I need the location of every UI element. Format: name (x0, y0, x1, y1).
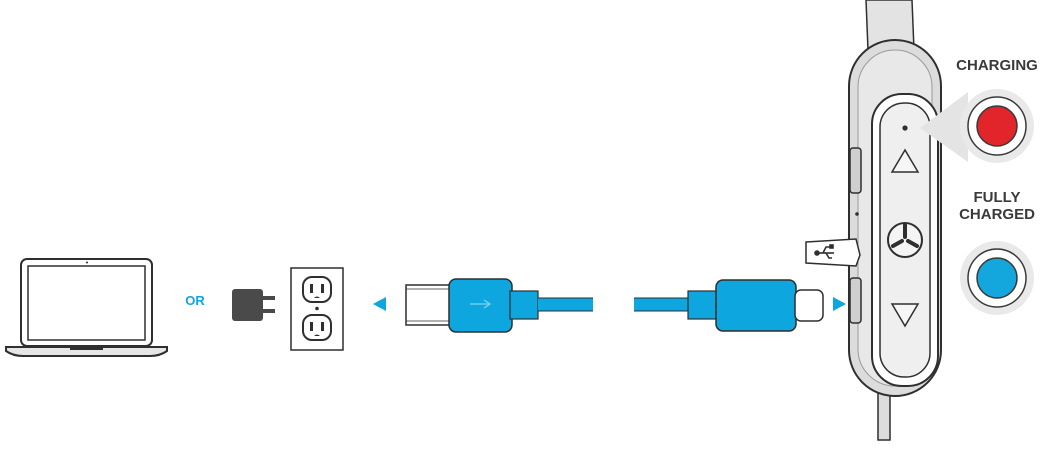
earbud-controller (848, 39, 942, 397)
fully-charged-label: FULLY CHARGED (944, 189, 1050, 224)
right-arrow-icon (833, 297, 846, 311)
wall-adapter-icon (232, 289, 275, 321)
usb-symbol-icon (814, 244, 834, 259)
usb-port-cover (805, 238, 861, 267)
volume-down-icon (890, 303, 920, 328)
usb-a-plug (405, 278, 593, 333)
volume-up-icon (890, 148, 920, 173)
usb-c-plug (634, 279, 824, 332)
or-label: OR (185, 293, 205, 308)
fully-charged-label-line2: CHARGED (959, 205, 1035, 223)
charging-label: CHARGING (956, 57, 1038, 74)
charging-led-icon (960, 89, 1034, 163)
fully-charged-led-icon (960, 241, 1034, 315)
led-callout (920, 92, 968, 162)
left-arrow-icon (373, 297, 386, 311)
fully-charged-label-line1: FULLY (973, 189, 1021, 206)
jlab-logo-icon (887, 222, 923, 258)
laptop-icon (5, 258, 168, 357)
wall-outlet-icon (290, 267, 344, 351)
